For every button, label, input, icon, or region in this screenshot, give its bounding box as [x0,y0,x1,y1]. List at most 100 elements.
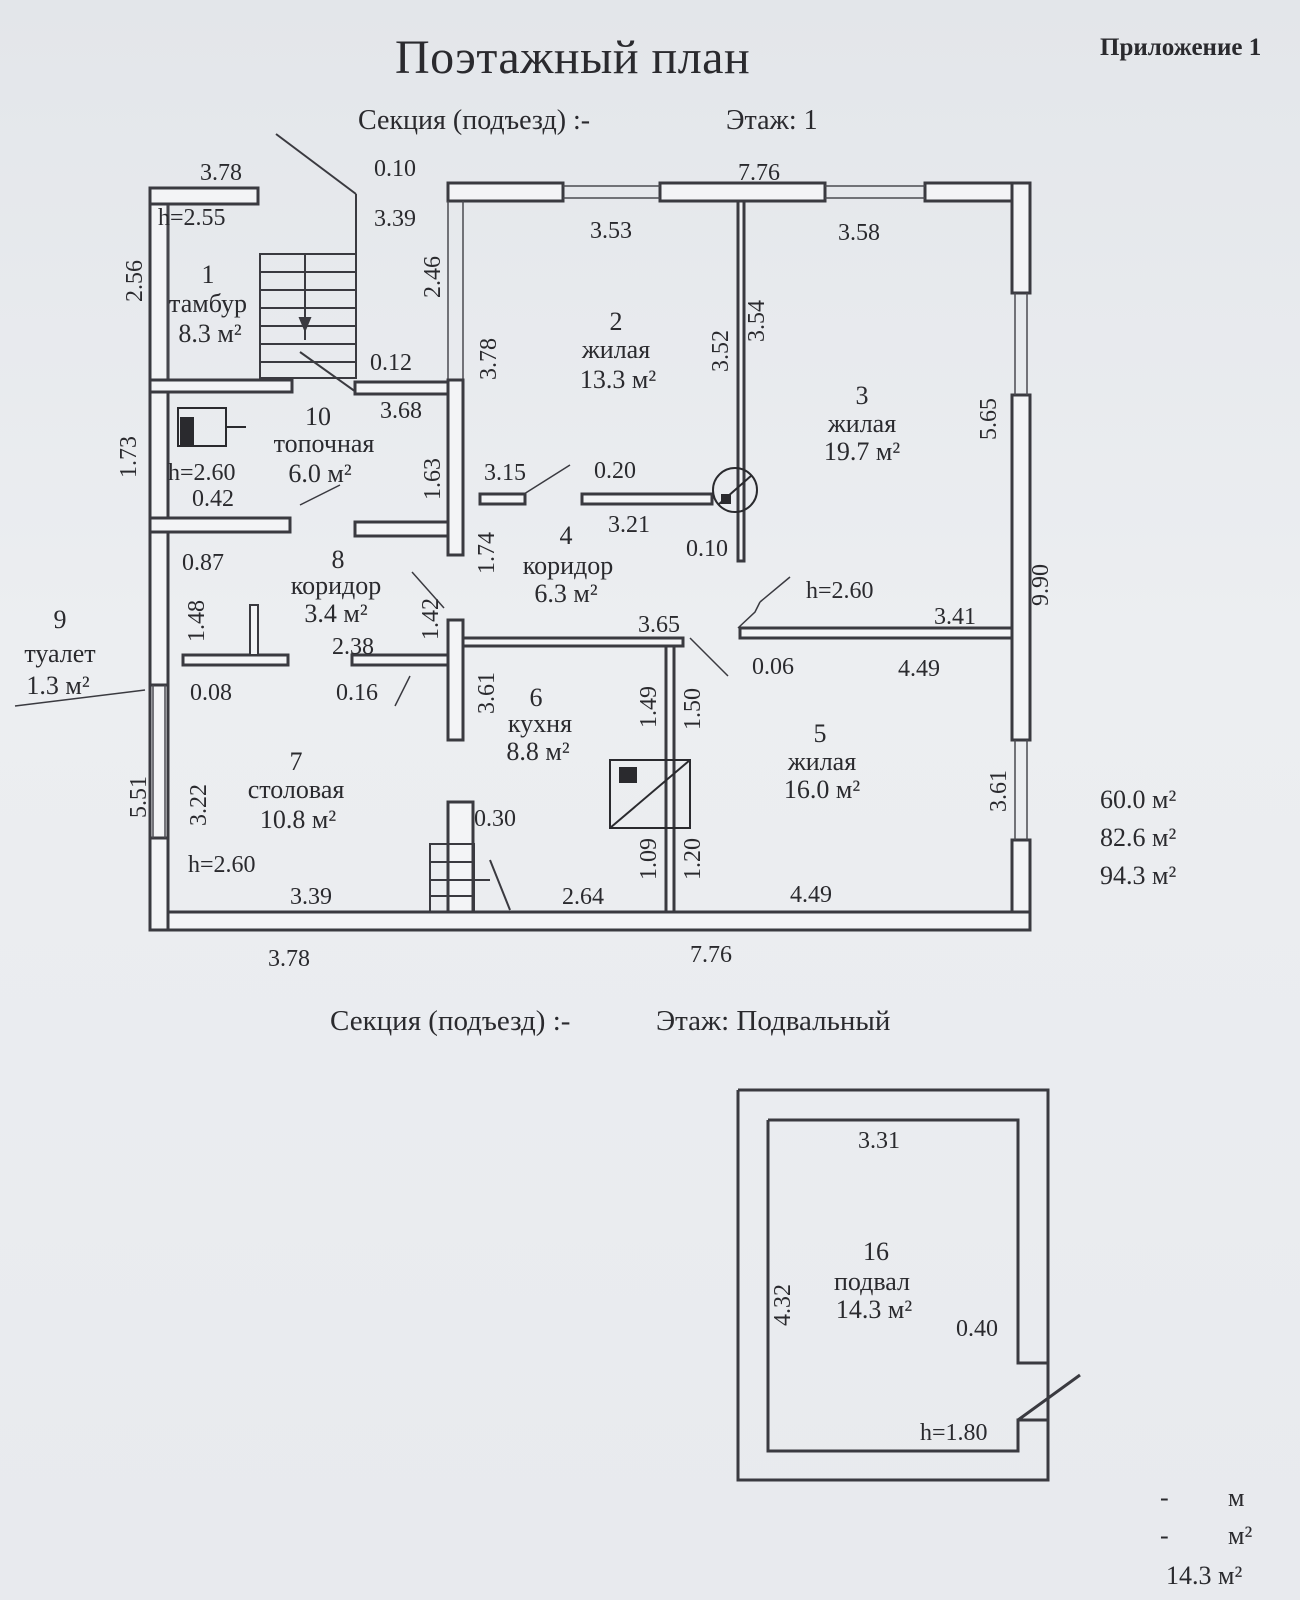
dimension-label: 1.49 [636,686,662,728]
dimension-label: 3.61 [474,672,500,714]
toilet-partition [249,604,259,656]
room-6-label: 6 кухня 8.8 м² [506,683,572,766]
room-area: 1.3 м² [26,671,89,700]
room-name: кухня [508,709,572,738]
dimension-label: 3.41 [934,604,976,630]
room-name: коридор [523,551,613,580]
room-name: топочная [274,429,375,458]
room-5-label: 5 жилая 16.0 м² [784,719,860,804]
room-area: 10.8 м² [260,805,336,834]
dimension-label: 1.63 [420,458,446,500]
dimension-label: 1.73 [116,436,142,478]
room-2-label: 2 жилая 13.3 м² [580,307,656,394]
room-name: тамбур [169,289,247,318]
dimension-label: 0.12 [370,350,412,376]
floor-label-basement: Этаж: Подвальный [656,1005,891,1037]
dimension-label: 3.15 [484,460,526,486]
dimension-label: 0.16 [336,680,378,706]
dimension-label: 2.56 [122,260,148,302]
dimension-label: 1.09 [636,838,662,880]
chimney-icon [712,467,758,513]
small-stairs-icon [429,843,511,913]
dimension-label: 3.39 [290,884,332,910]
dimension-label: 3.39 [374,206,416,232]
dimension-label: 7.76 [690,942,732,968]
room-name: жилая [827,409,896,438]
room-area: 3.4 м² [304,599,367,628]
dimension-label: 2.64 [562,884,604,910]
room-number: 7 [290,747,303,776]
dimension-label: 4.32 [770,1284,796,1326]
svg-text:-: - [1160,1521,1169,1550]
section-label-basement: Секция (подъезд) :- [330,1005,571,1037]
dimension-label: 3.78 [476,338,502,380]
dimension-label: 1.20 [680,838,706,880]
room-9-label: 9 туалет 1.3 м² [24,605,95,700]
dimension-label: 0.10 [374,156,416,182]
dimension-label: 3.52 [708,330,734,372]
dimension-label: 4.49 [790,882,832,908]
room-number: 4 [560,521,573,550]
room-area-right: 6.0 м² [288,459,351,488]
room-3-label: 3 жилая 19.7 м² [824,381,900,466]
height-room-7: h=2.60 [188,852,256,878]
dimension-label: 5.51 [126,776,152,818]
dimension-label: 3.68 [380,398,422,424]
room-name: коридор [291,571,381,600]
dimension-label: 3.21 [608,512,650,538]
dimension-label: 0.10 [686,536,728,562]
boiler-icon [177,407,246,447]
room-number: 10 [305,402,331,431]
svg-text:м: м [1228,1483,1244,1512]
dimension-label: 9.90 [1028,564,1054,606]
total-area: 82.6 м² [1100,823,1176,852]
room-name: жилая [787,747,856,776]
area-totals: 60.0 м² 82.6 м² 94.3 м² [1100,785,1176,890]
dimension-label: 0.08 [190,680,232,706]
room-number: 5 [814,719,827,748]
dimension-label: 0.42 [192,486,234,512]
dimension-label: 4.49 [898,656,940,682]
room-name: столовая [248,775,345,804]
room-8-label: 8 коридор 3.4 м² [291,545,381,628]
height-room-1: h=2.55 [158,205,226,231]
room-number: 16 [863,1237,889,1266]
ceiling-heights: h=2.55 h=2.60 h=2.60 h=2.60 h=1.80 [158,205,988,1446]
page-title: Поэтажный план [395,31,751,84]
dimension-label: 0.06 [752,654,794,680]
dimension-label: 2.38 [332,634,374,660]
room-number: 2 [610,307,623,336]
dimension-label: 1.48 [184,600,210,642]
total-area-with-extras: 94.3 м² [1100,861,1176,890]
dimension-label: 2.46 [420,256,446,298]
dimension-label: 1.50 [680,688,706,730]
dimension-label: 3.53 [590,218,632,244]
height-room-5: h=2.60 [806,578,874,604]
basement-walls [736,1088,1081,1482]
room-name: подвал [834,1267,910,1296]
room-area: 8.8 м² [506,737,569,766]
room-number: 3 [856,381,869,410]
room-name: жилая [581,335,650,364]
room-area: 16.0 м² [784,775,860,804]
room-area: 13.3 м² [580,365,656,394]
dimension-label: 3.22 [186,784,212,826]
room-7-label: 7 столовая 10.8 м² [248,747,345,834]
vertical-dimension-labels: 2.56 2.46 3.78 3.52 3.54 5.65 1.73 1.63 … [116,256,1054,1326]
section-label-floor-1: Секция (подъезд) :- [358,105,591,136]
dimension-label: 1.42 [418,598,444,640]
dimension-labels: 3.78 0.10 7.76 3.39 3.53 3.58 0.12 3.68 … [182,156,998,1342]
svg-text:м²: м² [1228,1521,1252,1550]
room-number: 9 [54,605,67,634]
room-number: 8 [332,545,345,574]
height-room-10: h=2.60 [168,460,236,486]
dimension-label: 5.65 [976,398,1002,440]
dimension-label: 0.87 [182,550,224,576]
dimension-label: 3.78 [268,946,310,972]
svg-text:-: - [1160,1483,1169,1512]
room-number: 6 [530,683,543,712]
stairs-icon [259,133,357,393]
height-room-16: h=1.80 [920,1420,988,1446]
room-area: 8.3 м² [178,319,241,348]
